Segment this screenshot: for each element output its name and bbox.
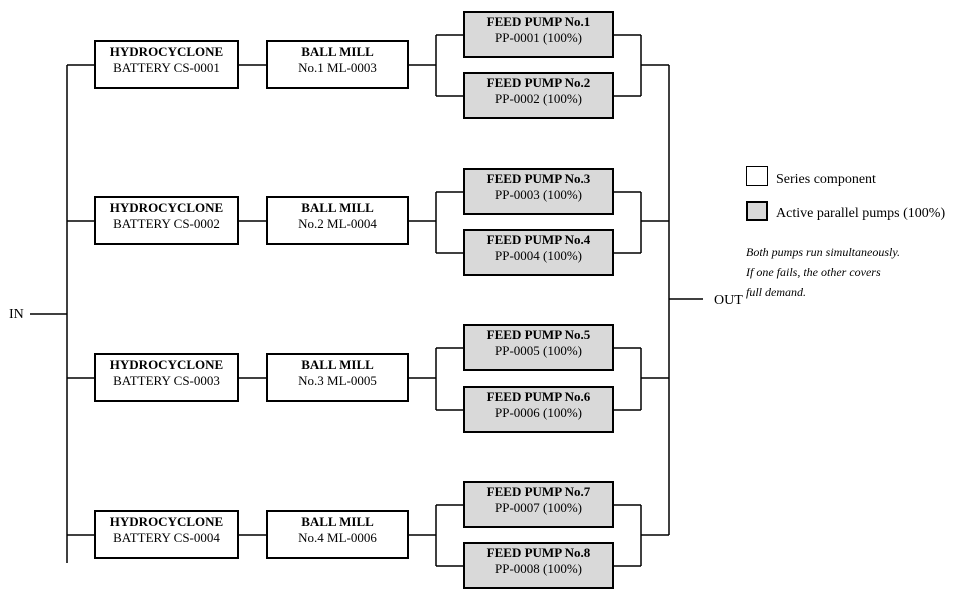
feed-pump-4-title: FEED PUMP No.4: [486, 232, 591, 247]
hydrocyclone-4-tag: BATTERY CS-0004: [113, 530, 220, 545]
ball-mill-4-tag: No.4 ML-0006: [298, 530, 377, 545]
feed-pump-6-title: FEED PUMP No.6: [486, 389, 591, 404]
ball-mill-4-title: BALL MILL: [301, 514, 374, 529]
feed-pump-8-tag: PP-0008 (100%): [494, 561, 583, 576]
ball-mill-2-title: BALL MILL: [301, 200, 374, 215]
hydrocyclone-1-title: HYDROCYCLONE: [109, 44, 224, 59]
feed-pump-3-block: FEED PUMP No.3 PP-0003 (100%): [463, 168, 614, 215]
feed-pump-3-title: FEED PUMP No.3: [486, 171, 591, 186]
feed-pump-1-block: FEED PUMP No.1 PP-0001 (100%): [463, 11, 614, 58]
in-label: IN: [9, 307, 24, 322]
hydrocyclone-1-tag: BATTERY CS-0001: [113, 60, 220, 75]
ball-mill-1-block: BALL MILL No.1 ML-0003: [266, 40, 409, 89]
ball-mill-1-tag: No.1 ML-0003: [298, 60, 377, 75]
feed-pump-7-block: FEED PUMP No.7 PP-0007 (100%): [463, 481, 614, 528]
hydrocyclone-3-title: HYDROCYCLONE: [109, 357, 224, 372]
hydrocyclone-2-title: HYDROCYCLONE: [109, 200, 224, 215]
legend-series-label: Series component: [776, 172, 876, 187]
ball-mill-2-tag: No.2 ML-0004: [298, 216, 377, 231]
ball-mill-3-block: BALL MILL No.3 ML-0005: [266, 353, 409, 402]
hydrocyclone-4-title: HYDROCYCLONE: [109, 514, 224, 529]
feed-pump-8-title: FEED PUMP No.8: [486, 545, 591, 560]
legend-note-line-1: Both pumps run simultaneously.: [746, 245, 901, 259]
feed-pump-7-title: FEED PUMP No.7: [486, 484, 591, 499]
feed-pump-5-title: FEED PUMP No.5: [486, 327, 591, 342]
feed-pump-6-tag: PP-0006 (100%): [494, 405, 583, 420]
feed-pump-7-tag: PP-0007 (100%): [494, 500, 583, 515]
feed-pump-2-title: FEED PUMP No.2: [486, 75, 591, 90]
legend-note-line-2: If one fails, the other covers: [746, 265, 881, 279]
feed-pump-5-tag: PP-0005 (100%): [494, 343, 583, 358]
ball-mill-1-title: BALL MILL: [301, 44, 374, 59]
feed-pump-8-block: FEED PUMP No.8 PP-0008 (100%): [463, 542, 614, 589]
feed-pump-1-tag: PP-0001 (100%): [494, 30, 583, 45]
legend-note: Both pumps run simultaneously. If one fa…: [746, 242, 961, 302]
hydrocyclone-3-block: HYDROCYCLONE BATTERY CS-0003: [94, 353, 239, 402]
out-label: OUT: [714, 293, 743, 308]
ball-mill-3-title: BALL MILL: [301, 357, 374, 372]
legend-active-label: Active parallel pumps (100%): [776, 206, 946, 221]
hydrocyclone-2-block: HYDROCYCLONE BATTERY CS-0002: [94, 196, 239, 245]
hydrocyclone-4-block: HYDROCYCLONE BATTERY CS-0004: [94, 510, 239, 559]
ball-mill-2-block: BALL MILL No.2 ML-0004: [266, 196, 409, 245]
feed-pump-2-tag: PP-0002 (100%): [494, 91, 583, 106]
hydrocyclone-2-tag: BATTERY CS-0002: [113, 216, 220, 231]
feed-pump-1-title: FEED PUMP No.1: [486, 14, 591, 29]
feed-pump-2-block: FEED PUMP No.2 PP-0002 (100%): [463, 72, 614, 119]
feed-pump-6-block: FEED PUMP No.6 PP-0006 (100%): [463, 386, 614, 433]
ball-mill-3-tag: No.3 ML-0005: [298, 373, 377, 388]
feed-pump-4-tag: PP-0004 (100%): [494, 248, 583, 263]
feed-pump-3-tag: PP-0003 (100%): [494, 187, 583, 202]
feed-pump-4-block: FEED PUMP No.4 PP-0004 (100%): [463, 229, 614, 276]
feed-pump-5-block: FEED PUMP No.5 PP-0005 (100%): [463, 324, 614, 371]
legend-note-line-3: full demand.: [746, 285, 806, 299]
ball-mill-4-block: BALL MILL No.4 ML-0006: [266, 510, 409, 559]
legend-active-swatch: [746, 201, 768, 221]
hydrocyclone-1-block: HYDROCYCLONE BATTERY CS-0001: [94, 40, 239, 89]
legend-series-swatch: [746, 166, 768, 186]
hydrocyclone-3-tag: BATTERY CS-0003: [113, 373, 220, 388]
